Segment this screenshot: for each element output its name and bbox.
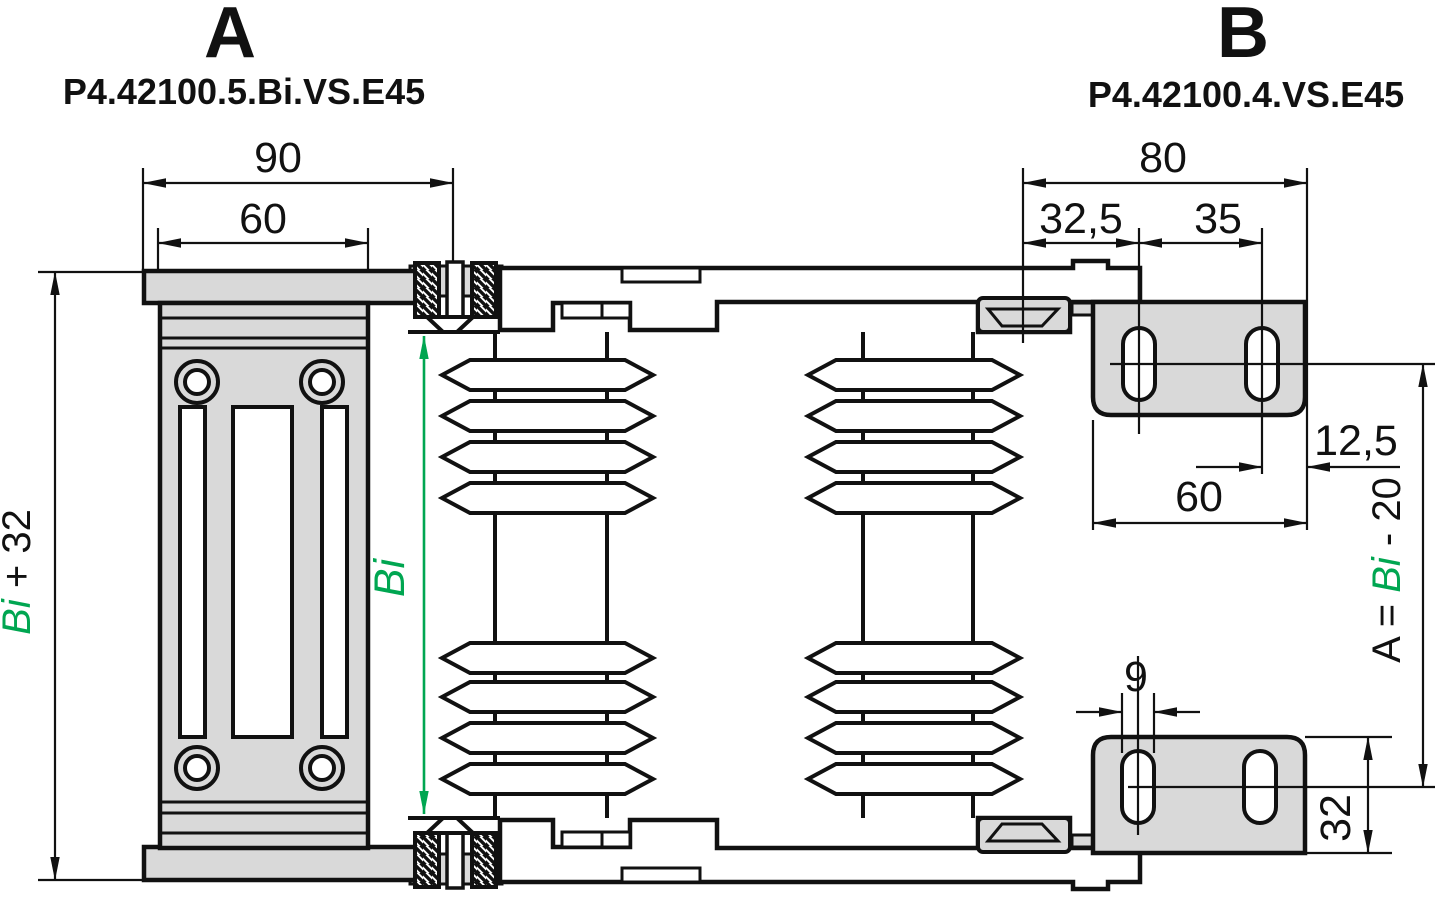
dim-text-80: 80 bbox=[1139, 134, 1187, 182]
dimension-12-5: 12,5 bbox=[1196, 417, 1400, 472]
screw-assembly-bottom bbox=[408, 816, 500, 890]
dim-text-35: 35 bbox=[1194, 195, 1242, 243]
screw-hatch-block bbox=[470, 831, 498, 889]
part-b-label: B bbox=[1217, 0, 1269, 73]
chain-tooth bbox=[437, 440, 658, 474]
screw-hatch-block bbox=[413, 261, 441, 319]
dimension-80: 80 bbox=[1022, 134, 1308, 188]
dim-text-12-5: 12,5 bbox=[1314, 417, 1398, 465]
bracket-slot-right bbox=[320, 405, 349, 739]
chain-tooth bbox=[803, 481, 1025, 515]
screw-head bbox=[421, 816, 479, 835]
mounting-hole bbox=[174, 359, 220, 405]
a-formula-prefix: A = bbox=[1365, 593, 1409, 663]
latch-top bbox=[976, 296, 1104, 334]
dimension-bi-inner: Bi bbox=[366, 335, 429, 815]
energy-chain-side-view bbox=[437, 258, 1143, 892]
part-b-angle-bracket-bottom bbox=[1090, 734, 1308, 856]
part-b-angle-bracket-top bbox=[1090, 299, 1308, 418]
screw-assembly-top bbox=[408, 260, 500, 334]
dimension-60-top: 60 bbox=[157, 195, 369, 248]
end-plate-top bbox=[141, 268, 421, 306]
chain-tooth bbox=[437, 680, 658, 714]
part-a-end-bracket bbox=[141, 264, 504, 886]
chain-tooth bbox=[437, 721, 658, 755]
dim-text-bi: Bi bbox=[366, 557, 414, 597]
part-a-label: A bbox=[204, 0, 256, 73]
bi-plus-32-rest: + 32 bbox=[0, 509, 39, 599]
extension-lines bbox=[38, 168, 1435, 882]
rail-pocket-tab bbox=[560, 301, 604, 320]
bracket-slot-middle bbox=[231, 405, 294, 739]
bracket-slot-left bbox=[178, 405, 207, 739]
dimension-60-right: 60 bbox=[1092, 473, 1308, 528]
chain-tooth bbox=[803, 641, 1025, 675]
dim-text-9: 9 bbox=[1124, 653, 1148, 701]
dim-text-60-right: 60 bbox=[1175, 473, 1223, 521]
chain-tooth bbox=[803, 399, 1025, 433]
rail-pocket-tab bbox=[560, 830, 604, 849]
screw-head bbox=[421, 315, 479, 334]
dim-text-32: 32 bbox=[1312, 794, 1360, 842]
a-formula-bi: Bi bbox=[1365, 556, 1409, 593]
bi-plus-32-bi: Bi bbox=[0, 598, 39, 635]
dim-text-60: 60 bbox=[239, 195, 287, 243]
a-formula-suffix: - 20 bbox=[1365, 477, 1409, 557]
dim-text-a-formula: A = Bi - 20 bbox=[1365, 477, 1409, 663]
screw-hatch-block bbox=[413, 831, 441, 889]
chain-tooth bbox=[437, 481, 658, 515]
mounting-hole bbox=[174, 745, 220, 791]
chain-tooth bbox=[803, 762, 1025, 796]
screw-shank bbox=[445, 260, 465, 321]
chain-tooth bbox=[803, 680, 1025, 714]
latch-bottom bbox=[976, 816, 1104, 854]
chain-tooth bbox=[437, 358, 658, 392]
dimension-32: 32 bbox=[1312, 736, 1373, 854]
dimension-90: 90 bbox=[142, 134, 454, 188]
dim-text-90: 90 bbox=[254, 134, 302, 182]
dimension-9: 9 bbox=[1076, 653, 1200, 717]
dimension-a-formula: A = Bi - 20 bbox=[1365, 363, 1428, 788]
end-plate-bottom bbox=[141, 844, 421, 883]
chain-tooth bbox=[437, 762, 658, 796]
part-a-number: P4.42100.5.Bi.VS.E45 bbox=[63, 71, 425, 112]
chain-tooth bbox=[803, 440, 1025, 474]
chain-crossbar-teeth bbox=[437, 358, 1025, 796]
chain-tooth bbox=[803, 721, 1025, 755]
dim-text-bi-plus-32: Bi + 32 bbox=[0, 509, 39, 635]
mounting-hole bbox=[299, 359, 345, 405]
dimension-35: 35 bbox=[1138, 195, 1263, 248]
chain-tooth bbox=[803, 358, 1025, 392]
rail-notch bbox=[620, 866, 702, 884]
screw-hatch-block bbox=[470, 261, 498, 319]
chain-tooth bbox=[437, 399, 658, 433]
dim-text-32-5: 32,5 bbox=[1039, 195, 1123, 243]
rail-pocket-tab bbox=[600, 301, 632, 320]
dimension-bi-plus-32: Bi + 32 bbox=[0, 271, 60, 881]
mounting-hole bbox=[299, 745, 345, 791]
rail-notch bbox=[620, 266, 702, 284]
chain-tooth bbox=[437, 641, 658, 675]
rail-pocket-tab bbox=[600, 830, 632, 849]
screw-shank bbox=[445, 829, 465, 890]
dimension-32-5: 32,5 bbox=[1022, 195, 1140, 248]
part-b-number: P4.42100.4.VS.E45 bbox=[1088, 74, 1404, 115]
